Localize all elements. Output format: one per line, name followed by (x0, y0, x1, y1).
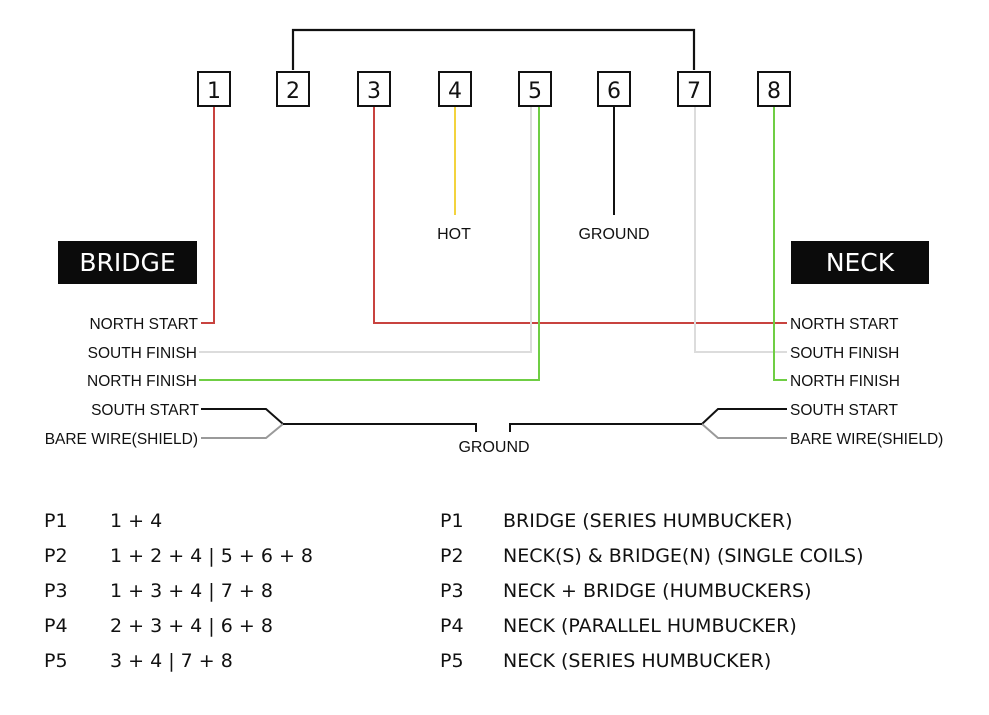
right-position-id: P4 (440, 615, 464, 637)
right-position-desc: NECK (PARALLEL HUMBUCKER) (503, 615, 797, 637)
right-position-desc: NECK + BRIDGE (HUMBUCKERS) (503, 580, 812, 602)
wire-bridge-shield (201, 423, 284, 439)
right-position-desc: NECK(S) & BRIDGE(N) (SINGLE COILS) (503, 545, 864, 567)
bottom-ground-label: GROUND (458, 439, 529, 456)
wire-neck-ground (509, 423, 702, 432)
right-position-id: P2 (440, 545, 464, 567)
neck-title: NECK (826, 248, 895, 277)
wire-8-neck-north-finish (773, 106, 787, 381)
hot-label: HOT (437, 226, 471, 243)
right-position-id: P5 (440, 650, 464, 672)
left-position-id: P5 (44, 650, 68, 672)
bridge-wire-label: NORTH START (89, 316, 198, 333)
ground-label: GROUND (578, 226, 649, 243)
right-position-desc: BRIDGE (SERIES HUMBUCKER) (503, 510, 793, 532)
terminal-number-4: 4 (448, 79, 462, 104)
wire-1-bridge-north-start (201, 106, 215, 324)
terminal-number-2: 2 (286, 79, 300, 104)
left-position-id: P1 (44, 510, 68, 532)
left-position-combo: 2 + 3 + 4 | 6 + 8 (110, 615, 273, 637)
right-position-desc: NECK (SERIES HUMBUCKER) (503, 650, 771, 672)
terminal-box-5 (518, 71, 552, 107)
terminal-number-8: 8 (767, 79, 781, 104)
terminal-box-2 (276, 71, 310, 107)
bridge-wire-label: SOUTH FINISH (88, 345, 197, 362)
positions-left-table: P1 1 + 4 P2 1 + 2 + 4 | 5 + 6 + 8 P3 1 + 3 + … (44, 510, 313, 672)
bridge-wire-label: SOUTH START (91, 402, 199, 419)
wire-neck-shield (701, 423, 787, 439)
positions-right-table: P1 BRIDGE (SERIES HUMBUCKER) P2 NECK(S) & B… (440, 510, 864, 672)
terminal-box-4 (438, 71, 472, 107)
wire-bridge-south-start (201, 408, 284, 425)
terminal-box-6 (597, 71, 631, 107)
neck-title-box (791, 241, 929, 284)
bridge-title: BRIDGE (79, 248, 175, 277)
right-position-id: P3 (440, 580, 464, 602)
left-position-id: P2 (44, 545, 68, 567)
jumper-wire-2-7 (291, 28, 696, 70)
bridge-wire-label: BARE WIRE(SHIELD) (45, 431, 198, 448)
terminal-box-1 (197, 71, 231, 107)
terminal-box-3 (357, 71, 391, 107)
wire-5-bridge-north-finish (199, 106, 540, 381)
wires-group (199, 28, 787, 439)
bridge-wire-label: NORTH FINISH (87, 373, 197, 390)
left-position-id: P4 (44, 615, 68, 637)
terminal-number-6: 6 (607, 79, 621, 104)
terminal-number-5: 5 (528, 79, 542, 104)
wire-5-bridge-south-finish (199, 106, 532, 353)
right-position-id: P1 (440, 510, 464, 532)
terminal-box-8 (757, 71, 791, 107)
wire-neck-south-start (701, 408, 787, 425)
left-position-id: P3 (44, 580, 68, 602)
wire-7-neck-south-finish (694, 106, 787, 353)
terminal-strip: 1 2 3 4 5 6 7 8 (197, 71, 791, 107)
terminal-number-7: 7 (687, 79, 701, 104)
neck-wire-label: SOUTH START (790, 402, 898, 419)
terminal-box-7 (677, 71, 711, 107)
left-position-combo: 1 + 4 (110, 510, 162, 532)
wire-bridge-ground (283, 423, 477, 432)
neck-wire-label: SOUTH FINISH (790, 345, 899, 362)
terminal-number-3: 3 (367, 79, 381, 104)
neck-wire-label: NORTH START (790, 316, 899, 333)
terminal-number-1: 1 (207, 79, 221, 104)
neck-wire-label: BARE WIRE(SHIELD) (790, 431, 943, 448)
bridge-title-box (58, 241, 197, 284)
left-position-combo: 3 + 4 | 7 + 8 (110, 650, 233, 672)
wire-3-neck-north-start (373, 106, 787, 324)
left-position-combo: 1 + 2 + 4 | 5 + 6 + 8 (110, 545, 313, 567)
neck-wire-label: NORTH FINISH (790, 373, 900, 390)
left-position-combo: 1 + 3 + 4 | 7 + 8 (110, 580, 273, 602)
